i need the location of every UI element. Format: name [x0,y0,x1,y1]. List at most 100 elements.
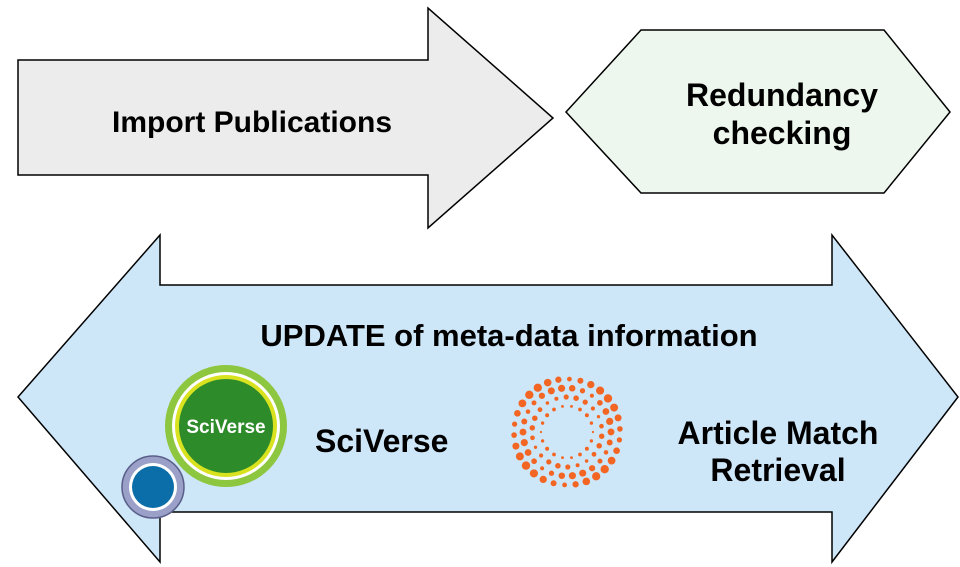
logo-dot [575,463,580,468]
logo-dot [577,377,584,384]
logo-dot [602,408,610,415]
logo-dot [538,453,544,458]
article-match-label-line2: Retrieval [710,452,845,488]
logo-dot [537,407,543,413]
logo-dot [589,393,594,398]
logo-dot [597,399,603,406]
logo-dot [511,421,518,427]
logo-dot [590,406,596,411]
logo-dot [518,399,527,408]
logo-dot [614,414,622,422]
sciverse-label: SciVerse [315,423,448,459]
logo-dot [555,463,561,469]
logo-dot [616,437,623,443]
logo-dot [552,407,556,412]
logo-dot [540,421,545,425]
logo-dot [512,442,520,450]
logo-dot [613,447,620,455]
logo-dot [603,450,609,455]
sciverse-inner-disc [179,379,273,473]
logo-dot [597,458,603,464]
logo-dot [545,446,550,451]
logo-dot [565,464,571,470]
logo-dot [570,404,573,408]
logo-dot [603,394,613,403]
redundancy-checking-box: Redundancy checking [564,29,951,194]
logo-dot [533,445,538,449]
logo-dot [519,428,527,436]
logo-dot [547,387,555,395]
logo-dot [607,428,615,436]
logo-dot [525,409,531,414]
logo-dot [563,394,569,400]
logo-dot [531,458,537,465]
logo-dot [588,465,596,472]
logo-dot [540,466,545,471]
logo-dot [589,439,594,443]
logo-dot [558,384,566,392]
logo-dot [607,456,616,465]
logo-dot [568,385,576,392]
logo-dot [543,378,552,387]
logo-dot [561,456,564,460]
logo-dot [545,413,550,418]
logo-dot [562,482,567,488]
logo-dot [520,439,528,447]
logo-dot [524,449,532,456]
logo-dot [538,392,546,399]
logo-dot [596,443,602,449]
article-match-retrieval-logo-icon [511,376,623,488]
logo-dot [521,418,528,425]
logo-dot [539,430,543,434]
logo-dot [531,400,537,406]
redundancy-label-line1: Redundancy [686,77,878,113]
logo-dot [592,472,601,481]
logo-dot [511,432,517,438]
redundancy-label-line2: checking [713,115,852,151]
logo-dot [610,403,619,412]
logo-dot [573,395,579,402]
logo-dot [582,399,588,405]
logo-dot [584,413,589,418]
logo-dot [533,383,542,392]
logo-dot [578,452,582,457]
logo-dot [552,452,556,457]
logo-dot [617,426,623,432]
import-publications-arrow: Import Publications [17,6,555,230]
logo-dot [514,409,521,417]
logo-dot [600,465,609,474]
logo-dot [532,415,538,421]
logo-dot [587,380,595,389]
article-match-label-line1: Article Match [678,415,879,451]
logo-dot [530,435,535,441]
logo-dot [529,425,536,431]
logo-dot [582,477,591,486]
logo-dot [545,401,550,405]
logo-dot [554,396,559,401]
logo-dot [539,475,547,484]
logo-dot [606,417,614,425]
logo-dot [521,461,531,470]
logo-dot [584,446,589,451]
redundancy-hexagon-shape [564,29,951,194]
logo-dot [596,415,601,419]
logo-dot [567,376,572,382]
logo-dot [515,452,524,461]
logo-dot [589,421,594,425]
logo-dot [579,388,586,394]
logo-dot [591,430,595,434]
sciverse-logo-icon: SciVerse [121,365,287,519]
logo-dot [596,386,605,395]
import-arrow-shape [17,6,555,230]
logo-dot [570,456,573,460]
import-arrow-label: Import Publications [112,106,392,139]
logo-dot [606,439,613,446]
logo-dot [578,407,582,412]
logo-dot [568,472,576,480]
logo-dot [546,459,552,465]
logo-dot [529,469,538,478]
logo-dot [558,472,566,479]
logo-dot [579,469,587,477]
sciverse-logo-text: SciVerse [186,417,265,438]
